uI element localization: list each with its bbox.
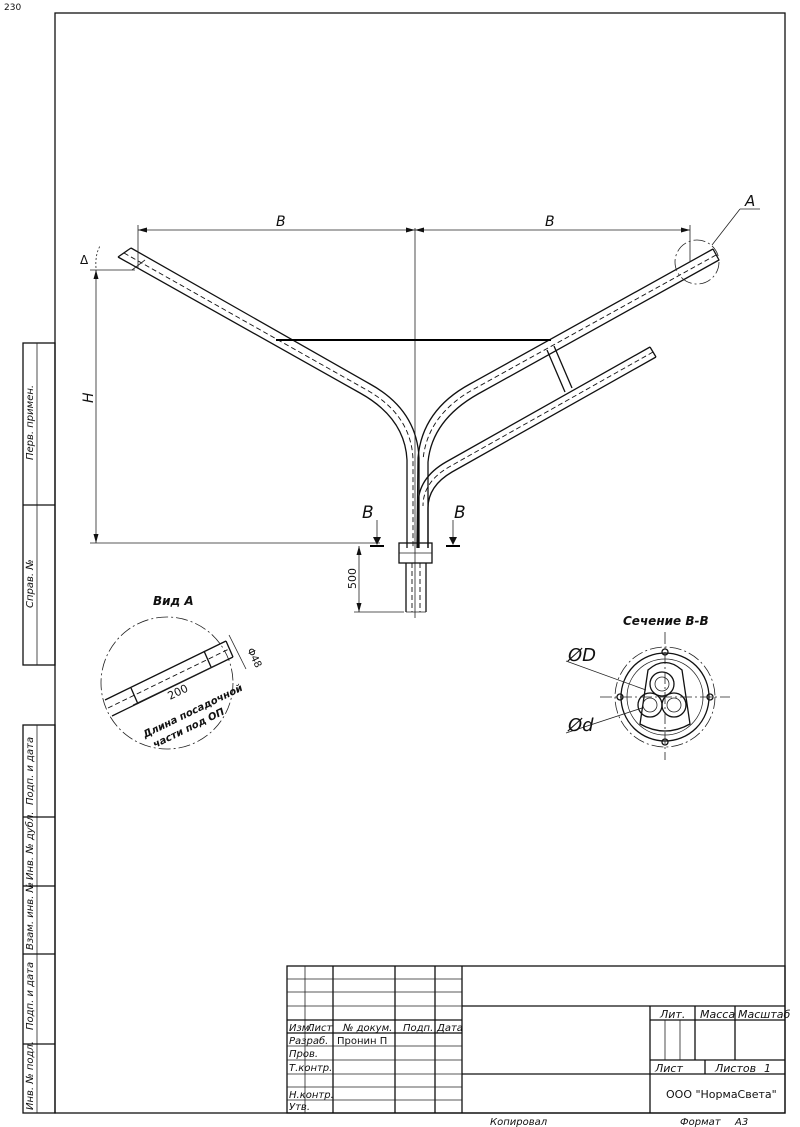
sheet-number: 230 bbox=[4, 3, 21, 13]
left-arm bbox=[117, 247, 420, 548]
dimension-delta: Δ bbox=[80, 245, 101, 269]
side-label-podp-data-2: Подп. и дата bbox=[25, 962, 36, 1030]
tb-lit: Лит. bbox=[659, 1008, 685, 1021]
dim-delta-label: Δ bbox=[80, 253, 89, 267]
tb-col-izm: Изм. bbox=[289, 1023, 313, 1034]
callout-a-label: A bbox=[744, 192, 755, 210]
side-label-podp-data: Подп. и дата bbox=[25, 737, 36, 805]
side-label-inv-dubl: Инв. № дубл. bbox=[24, 812, 36, 880]
dim-h-label: H bbox=[81, 392, 97, 403]
tb-row-prov: Пров. bbox=[289, 1049, 318, 1060]
section-label-d: Ød bbox=[567, 715, 594, 736]
tb-listov: Листов bbox=[714, 1062, 756, 1075]
main-view: B B B B H Δ bbox=[80, 192, 760, 618]
side-label-perv-primen: Перв. примен. bbox=[25, 385, 36, 460]
side-label-sprav-no: Справ. № bbox=[25, 559, 36, 608]
tb-masshtab: Масштаб bbox=[738, 1008, 790, 1021]
right-upper-arm bbox=[416, 248, 720, 549]
tb-listov-value: 1 bbox=[764, 1062, 771, 1075]
section-title: Сечение В-В bbox=[623, 614, 709, 628]
side-label-inv-podl: Инв. № подл. bbox=[25, 1041, 36, 1110]
tb-massa: Масса bbox=[700, 1008, 735, 1021]
section-view: Сечение В-В ØD Ød bbox=[565, 614, 730, 760]
callout-a: A bbox=[674, 192, 760, 285]
strut-line-b bbox=[553, 345, 573, 389]
footer-format: Формат bbox=[680, 1117, 722, 1127]
tb-company: ООО "НормаСвета" bbox=[666, 1088, 777, 1101]
tb-col-data: Дата bbox=[436, 1023, 463, 1034]
title-block: Изм. Лист № докум. Подп. Дата Разраб. Пр… bbox=[286, 965, 790, 1114]
tb-row-nkontr: Н.контр. bbox=[289, 1090, 334, 1101]
view-a: Вид А 200 Длина посадочной части под ОП … bbox=[100, 594, 263, 751]
view-a-dim-diameter: Φ48 bbox=[244, 646, 263, 669]
side-label-vzam-inv: Взам. инв. № bbox=[25, 882, 36, 950]
tb-col-list: Лист bbox=[306, 1023, 334, 1034]
dimension-h: H bbox=[81, 269, 380, 544]
dim-b-right-label: B bbox=[545, 214, 555, 230]
section-label-right: B bbox=[454, 503, 466, 523]
section-label-D: ØD bbox=[567, 645, 596, 666]
tb-row-utv: Утв. bbox=[289, 1102, 310, 1113]
tb-list: Лист bbox=[654, 1062, 683, 1075]
dimension-b: B B bbox=[137, 214, 691, 268]
tb-col-ndokum: № докум. bbox=[342, 1023, 392, 1034]
tb-row-razrab: Разраб. bbox=[289, 1035, 328, 1047]
side-stamp: Перв. примен. Справ. № Подп. и дата Инв.… bbox=[22, 342, 56, 1114]
dim-b-left-label: B bbox=[276, 214, 286, 230]
tb-razrab-name: Пронин П bbox=[337, 1036, 387, 1047]
dim-500-label: 500 bbox=[346, 568, 359, 589]
section-label-left: B bbox=[362, 503, 374, 523]
view-a-dim-200: 200 bbox=[166, 682, 191, 703]
view-a-title: Вид А bbox=[153, 594, 194, 608]
strut-line-a bbox=[546, 349, 566, 393]
footer-format-value: A3 bbox=[734, 1117, 748, 1127]
dimension-500: 500 bbox=[346, 546, 404, 613]
tb-col-podp: Подп. bbox=[403, 1023, 433, 1034]
right-lower-arm bbox=[417, 346, 657, 548]
tb-row-tkontr: Т.контр. bbox=[289, 1063, 332, 1074]
footer-kopiroval: Копировал bbox=[490, 1117, 548, 1127]
